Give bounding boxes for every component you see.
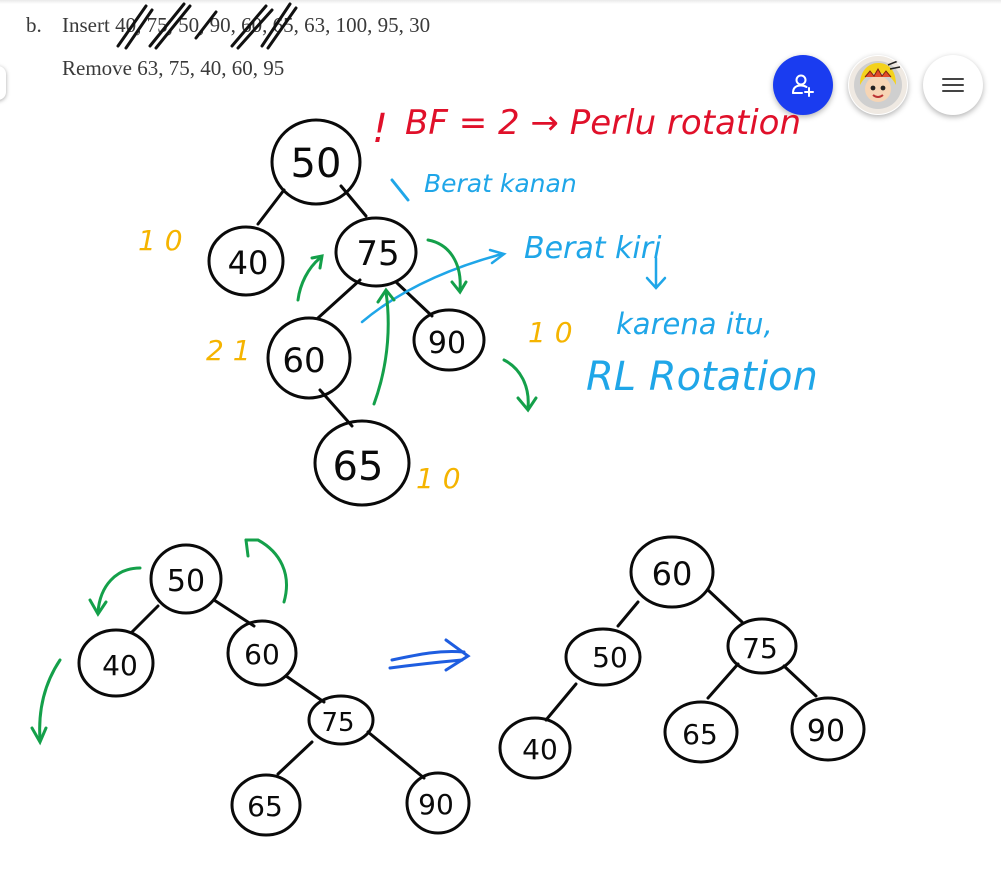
- after-node-75: 75: [726, 617, 798, 675]
- warning-mark: !: [372, 106, 388, 152]
- rotation-note: RL Rotation: [586, 354, 818, 400]
- node-65-label: 65: [333, 444, 384, 490]
- menu-button[interactable]: [923, 55, 983, 115]
- bf-note: BF = 2 → Perlu rotation: [405, 103, 801, 143]
- insert-line: b. Insert 40, 75, 50, 90, 60, 65, 63, 100…: [26, 4, 430, 47]
- after-node-40-label: 40: [522, 733, 558, 766]
- insert-text: Insert 40, 75, 50, 90, 60, 65, 63, 100, …: [62, 13, 431, 37]
- after-node-60: 60: [629, 535, 715, 609]
- bf-node-60: 2 1: [206, 334, 251, 367]
- after-node-75-label: 75: [742, 632, 778, 665]
- after-node-65: 65: [663, 700, 739, 764]
- mid-node-60: 60: [226, 619, 298, 687]
- cartoon-avatar: [849, 56, 907, 114]
- transform-arrow: [388, 638, 471, 672]
- mid-node-90-label: 90: [418, 788, 454, 821]
- after-node-50: 50: [564, 627, 642, 687]
- side-panel-handle[interactable]: [0, 66, 6, 100]
- after-node-90-label: 90: [807, 714, 845, 749]
- remove-text: Remove 63, 75, 40, 60, 95: [62, 56, 285, 80]
- node-60-label: 60: [282, 341, 325, 381]
- node-90-label: 90: [428, 326, 466, 361]
- top-shadow: [0, 0, 1001, 4]
- tree-middle: 50 40 60 75 65 90: [77, 543, 471, 837]
- remove-line: Remove 63, 75, 40, 60, 95: [26, 47, 430, 90]
- node-50: 50: [270, 118, 362, 206]
- green-arrows-bottom: [30, 538, 288, 746]
- mid-node-50-label: 50: [167, 564, 205, 599]
- because-note: karena itu,: [616, 307, 773, 341]
- node-75-label: 75: [356, 234, 399, 274]
- tree-before-edges: [256, 184, 434, 428]
- mid-node-40: 40: [77, 628, 155, 698]
- document-text: b. Insert 40, 75, 50, 90, 60, 65, 63, 100…: [26, 4, 430, 90]
- node-65: 65: [313, 419, 411, 507]
- mid-node-65: 65: [230, 773, 302, 837]
- user-avatar-button[interactable]: [848, 55, 908, 115]
- tree-after-edges: [544, 588, 818, 722]
- after-node-50-label: 50: [592, 641, 628, 674]
- after-node-60-label: 60: [652, 555, 693, 593]
- node-40: 40: [207, 225, 285, 297]
- node-60: 60: [266, 316, 352, 400]
- item-label: b.: [26, 13, 42, 37]
- strike-marks: [116, 2, 298, 50]
- node-40-label: 40: [228, 244, 269, 282]
- after-node-65-label: 65: [682, 718, 718, 751]
- mid-node-65-label: 65: [247, 790, 283, 823]
- heavy-left-note: Berat kiri: [524, 231, 662, 266]
- mid-node-75-label: 75: [321, 708, 354, 738]
- heavy-right-note: Berat kanan: [424, 169, 577, 198]
- balance-factors: 1 0 2 1 1 0 1 0: [138, 224, 573, 495]
- mid-node-40-label: 40: [102, 649, 138, 682]
- person-add-icon: [792, 74, 814, 97]
- after-node-90: 90: [790, 696, 866, 762]
- tree-middle-edges: [130, 598, 426, 780]
- mid-node-60-label: 60: [244, 638, 280, 671]
- after-node-40: 40: [498, 716, 572, 780]
- add-user-button[interactable]: [773, 55, 833, 115]
- red-note: ! BF = 2 → Perlu rotation: [372, 103, 801, 152]
- node-90: 90: [412, 308, 486, 372]
- green-arrows-top: [296, 238, 538, 413]
- node-75: 75: [334, 216, 418, 288]
- hamburger-menu-icon: [942, 78, 964, 92]
- bf-node-40: 1 0: [138, 224, 183, 257]
- mid-node-50: 50: [149, 543, 223, 615]
- bf-node-90: 1 0: [528, 316, 573, 349]
- tree-after: 60 50 75 40 65 90: [498, 535, 866, 780]
- mid-node-75: 75: [307, 694, 375, 746]
- blue-notes: Berat kanan Berat kiri karena itu, RL Ro…: [360, 169, 818, 400]
- mid-node-90: 90: [405, 771, 471, 835]
- bf-node-65: 1 0: [416, 462, 461, 495]
- node-50-label: 50: [291, 141, 342, 187]
- tree-before: 50 40 75 60 90 65: [207, 118, 486, 507]
